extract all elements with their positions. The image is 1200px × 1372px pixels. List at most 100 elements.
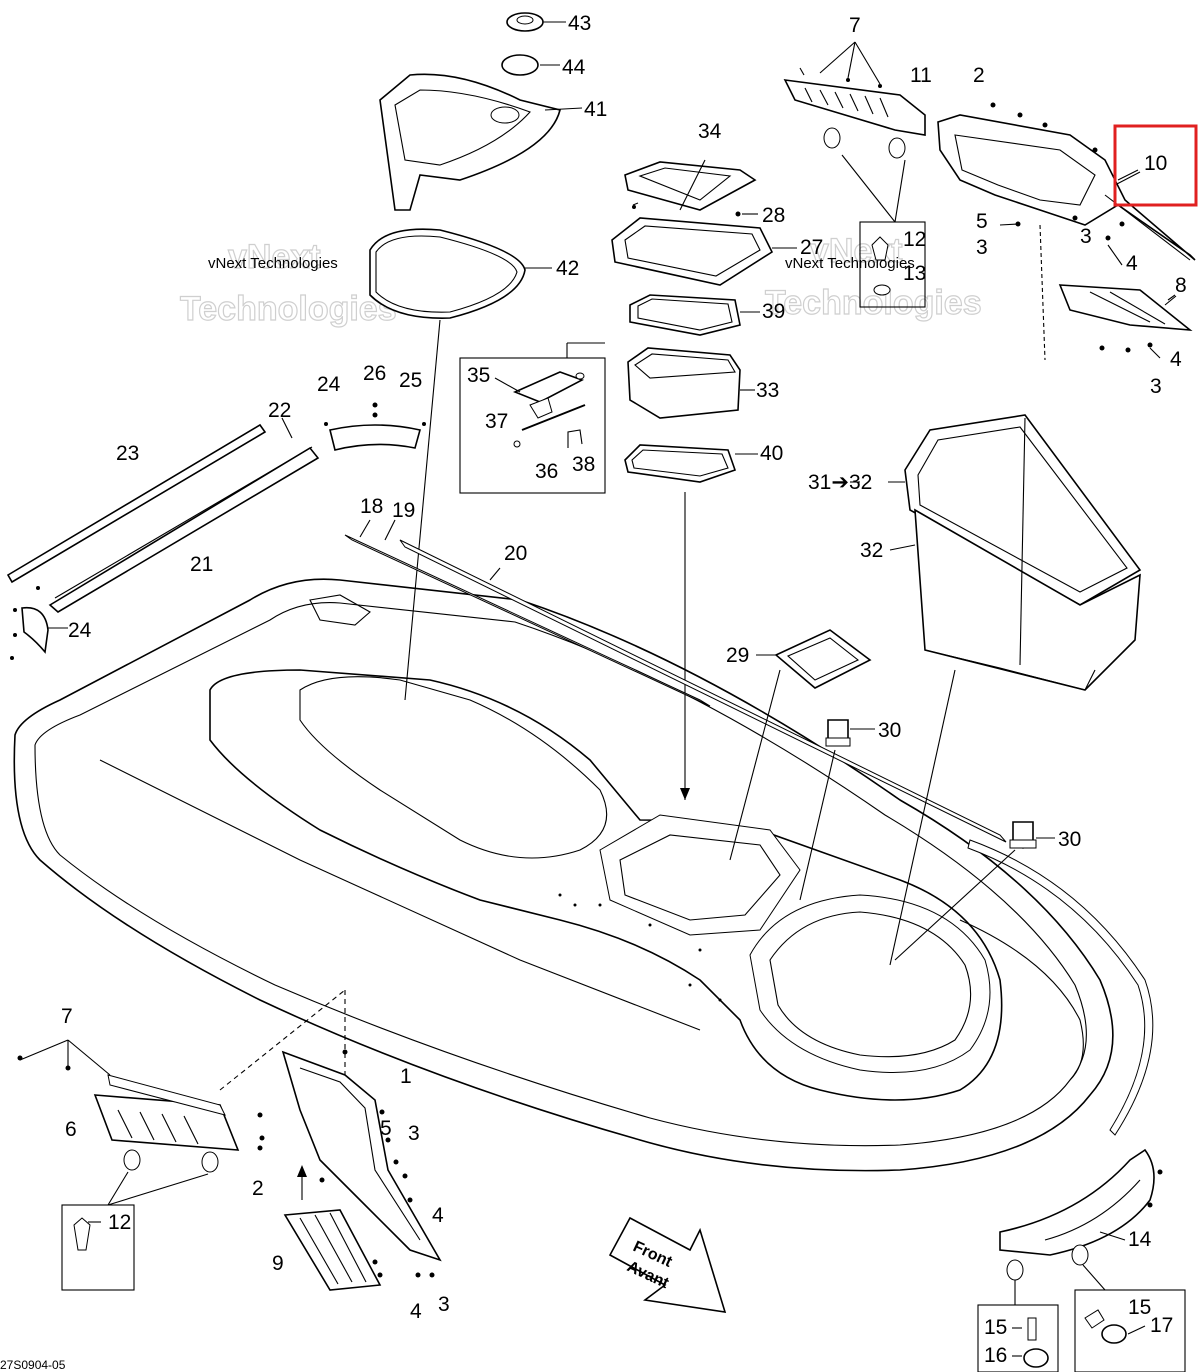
callout-31-32: 31➔32	[808, 471, 872, 494]
rail-21	[48, 446, 320, 613]
watermark-text: vNext Technologies	[208, 255, 338, 272]
plates-group	[729, 629, 1055, 961]
highlight-box-10	[1113, 124, 1198, 207]
seal-44	[501, 54, 539, 76]
callout-40: 40	[760, 442, 783, 465]
callout-18: 18	[360, 495, 383, 518]
callout-26: 26	[363, 362, 386, 385]
latch-box	[459, 342, 606, 494]
callout-14: 14	[1128, 1228, 1152, 1251]
callout-33: 33	[756, 379, 779, 402]
callout-13: 13	[903, 262, 926, 285]
gasket-39	[629, 294, 741, 336]
callout-3: 3	[976, 236, 988, 259]
callout-10: 10	[1144, 152, 1167, 175]
callout-4: 4	[1170, 348, 1182, 371]
plate-29	[774, 629, 872, 689]
callout-35: 35	[467, 364, 490, 387]
gasket-40	[624, 444, 737, 483]
callout-37: 37	[485, 410, 508, 433]
callout-box-15-17	[1074, 1289, 1186, 1372]
panel-1	[281, 1050, 442, 1262]
callout-27: 27	[800, 236, 823, 259]
grip-24a	[329, 424, 421, 451]
callout-3: 3	[1080, 225, 1092, 248]
callout-8: 8	[1175, 274, 1187, 297]
callout-1: 1	[400, 1065, 412, 1088]
callout-20: 20	[504, 542, 527, 565]
callout-11: 11	[910, 64, 932, 87]
callout-43: 43	[568, 12, 591, 35]
callout-9: 9	[272, 1252, 284, 1275]
rail-group	[6, 402, 1154, 1136]
callout-17: 17	[1150, 1314, 1173, 1337]
callout-12: 12	[903, 228, 926, 251]
trim-20	[399, 539, 1007, 843]
callout-3: 3	[1150, 375, 1162, 398]
callout-30: 30	[1058, 828, 1081, 851]
callout-4: 4	[1126, 252, 1138, 275]
callout-box-12-13	[859, 221, 926, 308]
callout-23: 23	[116, 442, 139, 465]
grille-9	[283, 1209, 382, 1291]
callout-16: 16	[984, 1344, 1007, 1367]
callout-38: 38	[572, 453, 595, 476]
frame-27	[611, 217, 774, 286]
callout-15: 15	[1128, 1296, 1151, 1319]
watermark-technologies: Technologies	[765, 284, 982, 322]
callout-39: 39	[762, 300, 785, 323]
callout-2: 2	[252, 1177, 264, 1200]
callout-5: 5	[976, 210, 988, 233]
grip-24b	[21, 606, 49, 654]
callout-6: 6	[65, 1118, 77, 1141]
vent-11	[783, 79, 926, 136]
deck-body	[13, 578, 1114, 1172]
watermark-technologies: Technologies	[180, 290, 397, 328]
callout-41: 41	[584, 98, 607, 121]
latch-35	[512, 371, 584, 403]
glove-box-41	[379, 73, 561, 211]
callout-7: 7	[61, 1005, 73, 1028]
callout-44: 44	[562, 56, 586, 79]
callout-22: 22	[268, 399, 291, 422]
callout-4: 4	[432, 1204, 444, 1227]
callout-19: 19	[392, 499, 415, 522]
bumper-strip	[967, 839, 1154, 1136]
callout-15: 15	[984, 1316, 1007, 1339]
storage-bin-group	[611, 159, 797, 800]
callout-3: 3	[408, 1122, 420, 1145]
bumper-group	[977, 1148, 1186, 1372]
callout-42: 42	[556, 257, 579, 280]
callout-21: 21	[190, 553, 213, 576]
gasket-42	[369, 228, 526, 319]
watermark-vnext: vNext	[228, 238, 321, 276]
callout-box-15-16	[977, 1304, 1059, 1372]
callout-29: 29	[726, 644, 749, 667]
front-direction-arrow: Front Avant	[608, 1216, 727, 1313]
callout-34: 34	[698, 120, 722, 143]
glove-box-group	[369, 12, 583, 701]
diagram-reference-code: 27S0904-05	[0, 1358, 66, 1372]
callout-30: 30	[878, 719, 901, 742]
trim-18	[344, 534, 711, 707]
leader-lines	[88, 169, 1177, 1357]
callout-numbers: 43 44 41 42 7 11 2 10 34 28 27 39 12 13 …	[61, 12, 1187, 1367]
callout-24: 24	[317, 373, 341, 396]
cover-34	[624, 161, 757, 211]
callout-28: 28	[762, 204, 785, 227]
callout-2: 2	[973, 64, 985, 87]
basket-rim-31	[904, 414, 1142, 606]
watermark-vnext: vNext	[810, 232, 903, 270]
basket-group	[888, 414, 1142, 966]
callout-4: 4	[410, 1300, 422, 1323]
callout-12: 12	[108, 1211, 131, 1234]
vent-slats	[804, 87, 889, 118]
callout-24: 24	[68, 619, 92, 642]
callout-36: 36	[535, 460, 558, 483]
bin-33	[627, 347, 741, 419]
panel-10	[937, 114, 1196, 261]
rear-vent-group	[783, 41, 1196, 361]
rail-23	[6, 423, 267, 584]
lower-vent-group	[17, 989, 442, 1291]
